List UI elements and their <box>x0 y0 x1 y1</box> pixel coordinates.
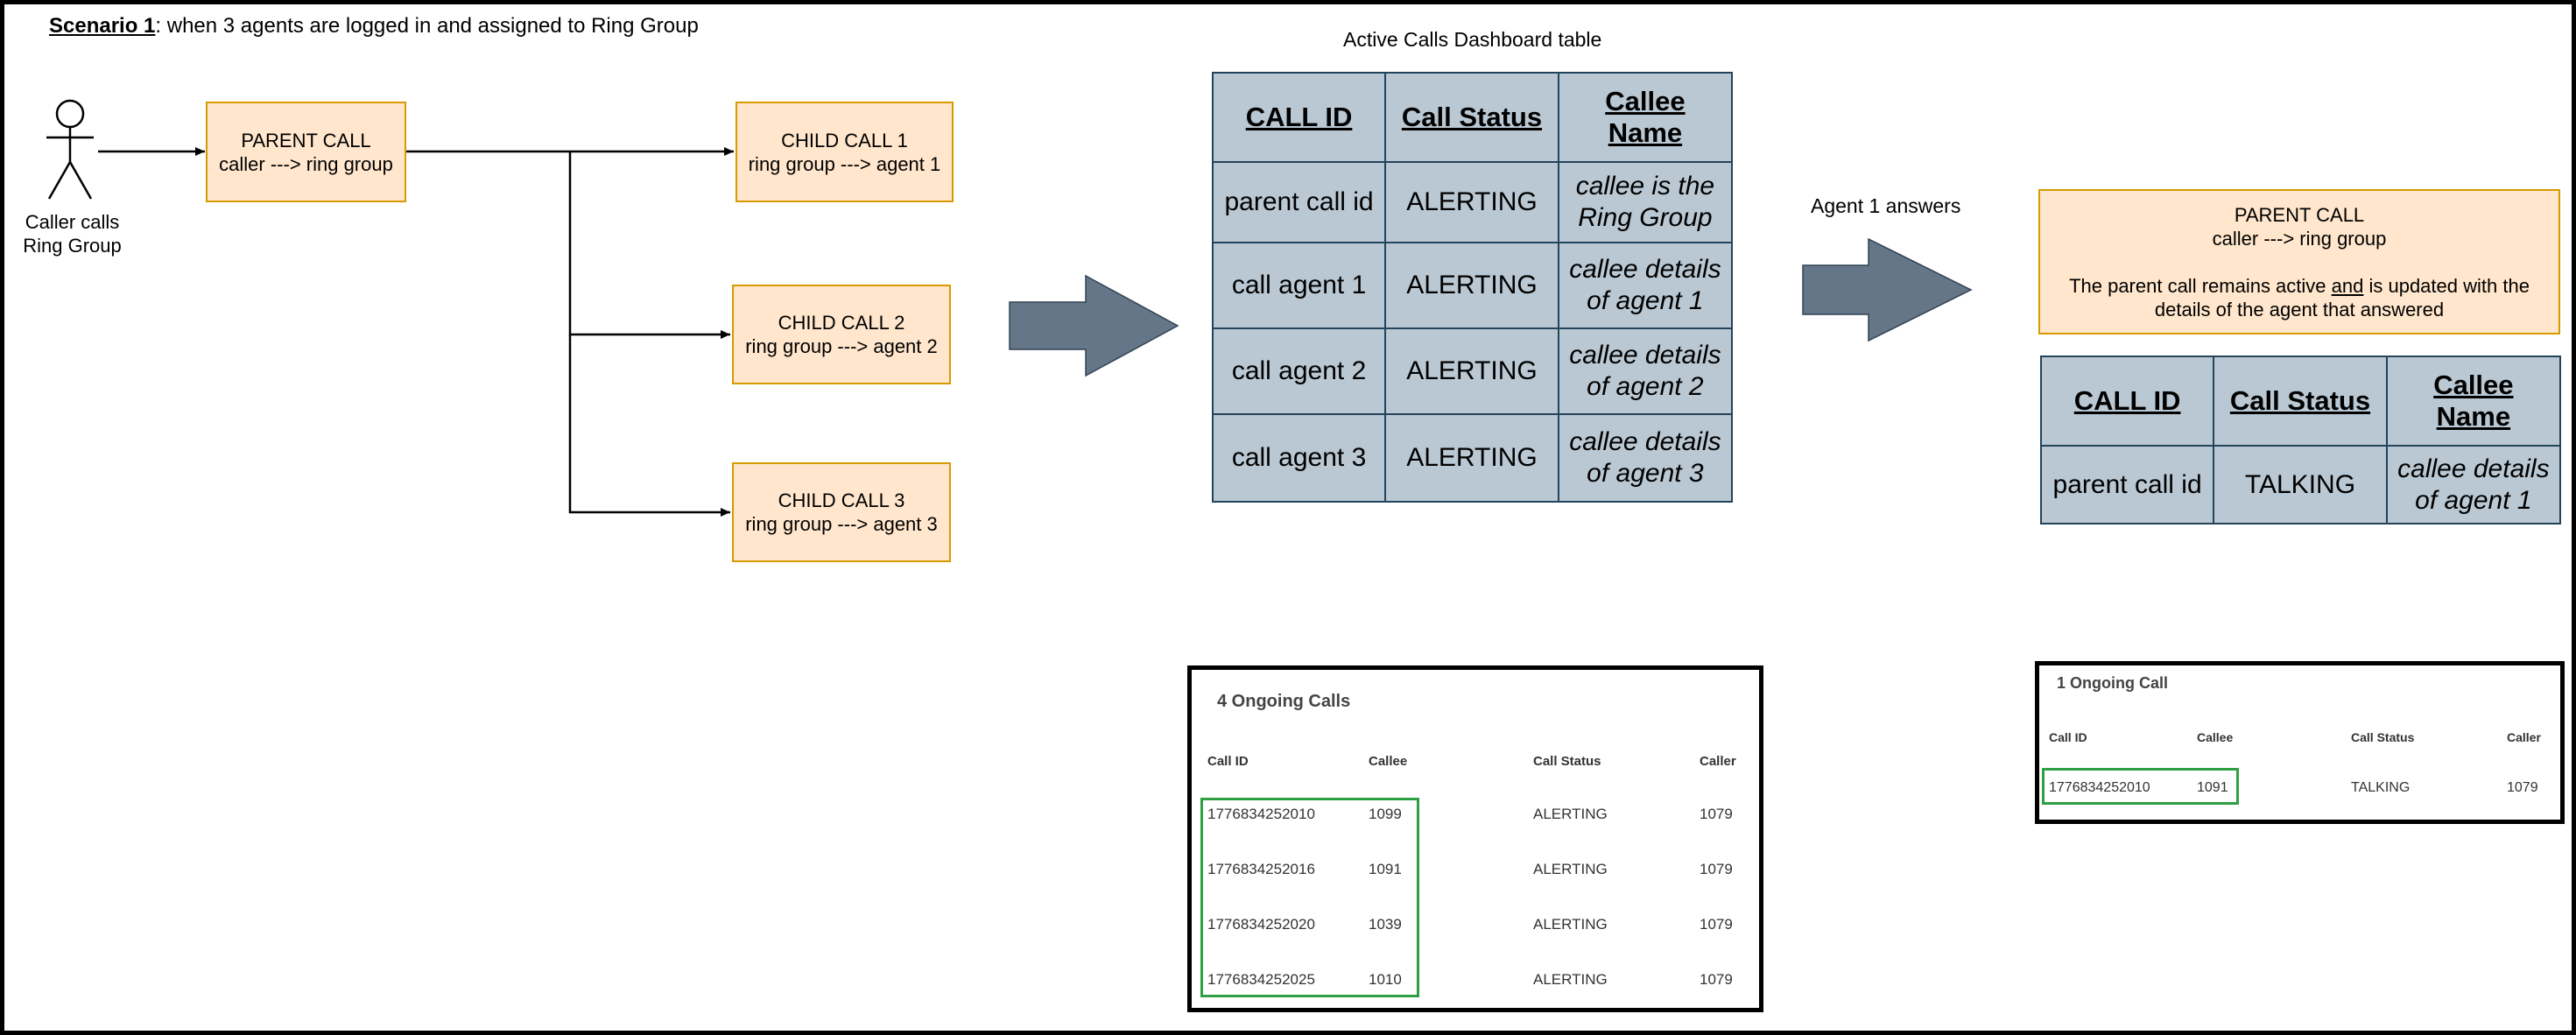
row-callee: 1099 <box>1369 806 1402 822</box>
row-call-status: ALERTING <box>1533 971 1608 988</box>
cell-call-id: parent call id <box>2039 445 2215 525</box>
ongoing-calls-screenshot-after: 1 Ongoing Call Call ID Callee Call Statu… <box>2035 661 2565 824</box>
cell-callee-name: callee details of agent 1 <box>2385 445 2562 525</box>
cell-callee-name: callee details of agent 2 <box>1557 327 1734 415</box>
row-caller: 1079 <box>1700 861 1733 877</box>
table-row: call agent 2 ALERTING callee details of … <box>1211 327 1734 415</box>
row-call-status: ALERTING <box>1533 861 1608 877</box>
col-header-callee: Callee <box>1369 754 1408 769</box>
table-row: call agent 3 ALERTING callee details of … <box>1211 413 1734 503</box>
table-row: call agent 1 ALERTING callee details of … <box>1211 242 1734 329</box>
parent-call-updated-box: PARENT CALL caller ---> ring group The p… <box>2038 189 2560 334</box>
ongoing-calls-title: 1 Ongoing Call <box>2057 674 2169 692</box>
parent-call-box: PARENT CALL caller ---> ring group <box>206 102 406 202</box>
caller-actor-icon <box>46 99 94 200</box>
table-header-row: CALL ID Call Status Callee Name <box>2039 356 2562 447</box>
col-header-call-status: Call Status <box>2351 730 2415 744</box>
table-row: parent call id TALKING callee details of… <box>2039 445 2562 525</box>
col-header-caller: Caller <box>2507 730 2541 744</box>
cell-call-id: call agent 1 <box>1211 242 1387 329</box>
highlight-box <box>2042 768 2239 805</box>
parent-to-child3-connector <box>568 334 730 517</box>
row-call-status: TALKING <box>2351 780 2411 795</box>
row-caller: 1079 <box>1700 971 1733 988</box>
col-header-call-id: Call ID <box>1207 754 1249 769</box>
col-header-call-id: Call ID <box>2049 730 2087 744</box>
child-call-2-box: CHILD CALL 2 ring group ---> agent 2 <box>732 285 951 384</box>
header-callee-name: Callee Name <box>1557 72 1734 163</box>
transition-arrow-2 <box>1802 237 1973 342</box>
cell-callee-name: callee details of agent 1 <box>1557 242 1734 329</box>
child-call-1-box: CHILD CALL 1 ring group ---> agent 1 <box>735 102 954 202</box>
row-callee: 1091 <box>2197 780 2228 795</box>
row-callee: 1039 <box>1369 916 1402 933</box>
cell-call-status: TALKING <box>2213 445 2388 525</box>
updated-dashboard-table: CALL ID Call Status Callee Name parent c… <box>2039 356 2562 525</box>
table-row: parent call id ALERTING callee is the Ri… <box>1211 161 1734 243</box>
row-call-id: 1776834252016 <box>1207 861 1315 877</box>
dashboard-title: Active Calls Dashboard table <box>1343 28 1602 51</box>
row-callee: 1010 <box>1369 971 1402 988</box>
cell-call-id: call agent 3 <box>1211 413 1387 503</box>
scenario-label: Scenario 1 <box>49 14 156 38</box>
header-call-status: Call Status <box>2213 356 2388 447</box>
parent-to-child2-connector <box>568 151 730 339</box>
col-header-call-status: Call Status <box>1533 754 1601 769</box>
ongoing-calls-screenshot-before: 4 Ongoing Calls Call ID Callee Call Stat… <box>1187 665 1763 1012</box>
table-header-row: CALL ID Call Status Callee Name <box>1211 72 1734 163</box>
row-caller: 1079 <box>2507 780 2538 795</box>
header-callee-name: Callee Name <box>2385 356 2562 447</box>
header-call-status: Call Status <box>1384 72 1559 163</box>
caller-actor-label: Caller calls Ring Group <box>23 211 122 257</box>
row-call-id: 1776834252010 <box>1207 806 1315 822</box>
child-call-3-box: CHILD CALL 3 ring group ---> agent 3 <box>732 462 951 562</box>
active-calls-dashboard-table: CALL ID Call Status Callee Name parent c… <box>1211 72 1734 503</box>
row-call-status: ALERTING <box>1533 806 1608 822</box>
cell-callee-name: callee is the Ring Group <box>1557 161 1734 243</box>
col-header-caller: Caller <box>1700 754 1736 769</box>
row-caller: 1079 <box>1700 806 1733 822</box>
row-call-id: 1776834252020 <box>1207 916 1315 933</box>
cell-call-id: call agent 2 <box>1211 327 1387 415</box>
row-caller: 1079 <box>1700 916 1733 933</box>
cell-call-status: ALERTING <box>1384 413 1559 503</box>
col-header-callee: Callee <box>2197 730 2234 744</box>
row-call-id: 1776834252025 <box>1207 971 1315 988</box>
parent-call-note: The parent call remains active and is up… <box>2069 274 2530 297</box>
cell-callee-name: callee details of agent 3 <box>1557 413 1734 503</box>
row-call-id: 1776834252010 <box>2049 780 2150 795</box>
cell-call-status: ALERTING <box>1384 327 1559 415</box>
header-call-id: CALL ID <box>2039 356 2215 447</box>
row-call-status: ALERTING <box>1533 916 1608 933</box>
scenario-description: : when 3 agents are logged in and assign… <box>155 14 699 38</box>
row-callee: 1091 <box>1369 861 1402 877</box>
scenario-title: Scenario 1: when 3 agents are logged in … <box>49 14 699 39</box>
cell-call-status: ALERTING <box>1384 242 1559 329</box>
transition-arrow-1 <box>1009 274 1179 377</box>
cell-call-status: ALERTING <box>1384 161 1559 243</box>
header-call-id: CALL ID <box>1211 72 1387 163</box>
agent-answers-label: Agent 1 answers <box>1811 194 1961 217</box>
cell-call-id: parent call id <box>1211 161 1387 243</box>
ongoing-calls-title: 4 Ongoing Calls <box>1217 692 1351 711</box>
highlight-box <box>1200 798 1419 997</box>
